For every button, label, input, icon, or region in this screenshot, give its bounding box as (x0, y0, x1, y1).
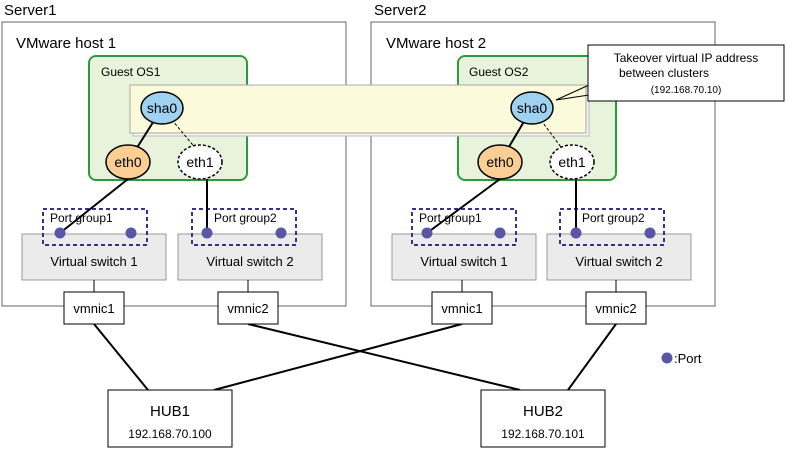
vmnic1-host2-label: vmnic1 (441, 301, 482, 316)
port-group1-host1-label: Port group1 (50, 211, 113, 225)
hub2-box (480, 389, 606, 448)
cable-vmnic2-host1-hub2 (247, 323, 521, 391)
vmnic1-host1-label: vmnic1 (73, 301, 114, 316)
callout-ip: (192.168.70.10) (651, 85, 722, 96)
port-dot (275, 227, 287, 239)
eth0-label-1: eth0 (114, 154, 141, 170)
vmnic1-host1 (63, 291, 125, 325)
eth1-label-2: eth1 (558, 154, 585, 170)
eth0-label-2: eth0 (486, 154, 513, 170)
port-dot (54, 227, 66, 239)
cable-vmnic1-host2-hub1 (213, 323, 463, 391)
port-group1-host2-label: Port group1 (419, 211, 482, 225)
callout-pointer-a (555, 84, 590, 101)
port-group1-host1 (42, 208, 148, 246)
takeover-band (129, 84, 587, 134)
port-dot (494, 227, 506, 239)
virtual-switch-2-host1-label: Virtual switch 2 (206, 254, 293, 269)
vmware-host-1-label: VMware host 1 (16, 35, 116, 52)
callout-line1: Takeover virtual IP address (614, 51, 759, 65)
port-dot (644, 227, 656, 239)
hub2-ip: 192.168.70.101 (501, 427, 585, 441)
vmnic2-host2 (585, 291, 647, 325)
port-group2-host2 (559, 208, 665, 246)
port-dot (421, 227, 433, 239)
eth0-port-link-1 (59, 178, 129, 234)
hub1-name: HUB1 (150, 403, 190, 420)
virtual-switch-1-host2-label: Virtual switch 1 (420, 254, 507, 269)
virtual-switch-2-host1 (177, 233, 323, 281)
virtual-switch-2-host2 (546, 233, 692, 281)
virtual-switch-1-host2 (391, 233, 537, 281)
virtual-switch-1-host1 (21, 233, 167, 281)
port-group2-host1-label: Port group2 (214, 211, 277, 225)
server2-label: Server2 (374, 2, 427, 19)
cable-vmnic2-host2-hub2 (567, 323, 617, 391)
sha0-node-1 (140, 91, 184, 125)
server1-label: Server1 (4, 2, 57, 19)
guest-os2-label: Guest OS2 (469, 65, 529, 79)
vmnic2-host1-label: vmnic2 (227, 301, 268, 316)
eth0-port-link-2 (426, 178, 501, 234)
eth1-node-2 (549, 144, 595, 180)
sha0-node-2 (510, 91, 554, 125)
cable-vmnic1-host1-hub1 (93, 323, 149, 391)
port-dot (201, 227, 213, 239)
vmnic2-host2-label: vmnic2 (595, 301, 636, 316)
port-group2-host2-label: Port group2 (582, 211, 645, 225)
virtual-switch-2-host2-label: Virtual switch 2 (575, 254, 662, 269)
vmnic1-host2 (431, 291, 493, 325)
callout-pointer-b (555, 94, 590, 101)
sha0-label-2: sha0 (517, 100, 548, 116)
eth1-label-1: eth1 (186, 154, 213, 170)
legend-port-label: :Port (674, 351, 702, 366)
callout-line2: between clusters (619, 66, 709, 80)
virtual-switch-1-host1-label: Virtual switch 1 (50, 254, 137, 269)
port-group1-host2 (411, 208, 517, 246)
legend-port-dot (661, 352, 673, 364)
port-group2-host1 (191, 208, 297, 246)
eth1-node-1 (177, 144, 223, 180)
vmware-host-2-label: VMware host 2 (386, 35, 486, 52)
takeover-ip-callout (587, 44, 785, 102)
hub1-ip: 192.168.70.100 (128, 427, 212, 441)
hub1-box (107, 389, 233, 448)
sha0-label-1: sha0 (147, 100, 178, 116)
vmnic2-host1 (217, 291, 279, 325)
guest-os1-label: Guest OS1 (101, 65, 161, 79)
port-dot (570, 227, 582, 239)
port-dot (125, 227, 137, 239)
hub2-name: HUB2 (523, 403, 563, 420)
